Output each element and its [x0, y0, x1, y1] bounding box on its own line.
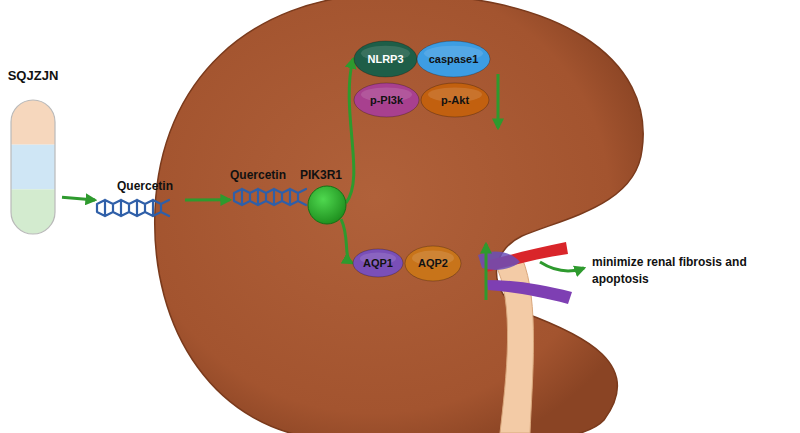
green-arrow [346, 59, 354, 203]
node-label: AQP1 [352, 248, 404, 278]
kidney-outline [155, 0, 643, 433]
node-label: Quercetin [230, 167, 302, 183]
outcome-arrow [540, 262, 584, 271]
protein-ellipse: p-Akt [420, 82, 490, 118]
node-label: NLRP3 [353, 40, 418, 78]
protein-ellipse: AQP2 [404, 245, 462, 282]
renal-vein [486, 280, 572, 304]
protein-ellipse: AQP1 [352, 248, 404, 278]
protein-ellipse: caspase1 [416, 40, 491, 78]
outcome-label: minimize renal fibrosis and apoptosis [592, 254, 792, 289]
node-label: SQJZJN [4, 68, 62, 84]
node-shape [4, 68, 62, 238]
node-label: p-PI3k [353, 82, 420, 118]
up-arrow [485, 244, 488, 300]
protein-ellipse: NLRP3 [353, 40, 418, 78]
green-arrow [62, 197, 95, 200]
node-label: AQP2 [404, 245, 462, 282]
green-arrow [341, 219, 352, 263]
node-label: Quercetin [95, 178, 185, 194]
drug-capsule: SQJZJN [4, 68, 62, 238]
node-label: p-Akt [420, 82, 490, 118]
renal-pelvis [478, 251, 520, 270]
down-arrow [497, 74, 500, 128]
green-arrow [185, 198, 230, 201]
node-label: caspase1 [416, 40, 491, 78]
protein-ellipse: p-PI3k [353, 82, 420, 118]
compound-node: Quercetin [230, 167, 302, 212]
node-label: PIK3R1 [300, 167, 354, 183]
compound-node: Quercetin [95, 178, 185, 223]
receptor-circle: PIK3R1 [300, 167, 354, 225]
